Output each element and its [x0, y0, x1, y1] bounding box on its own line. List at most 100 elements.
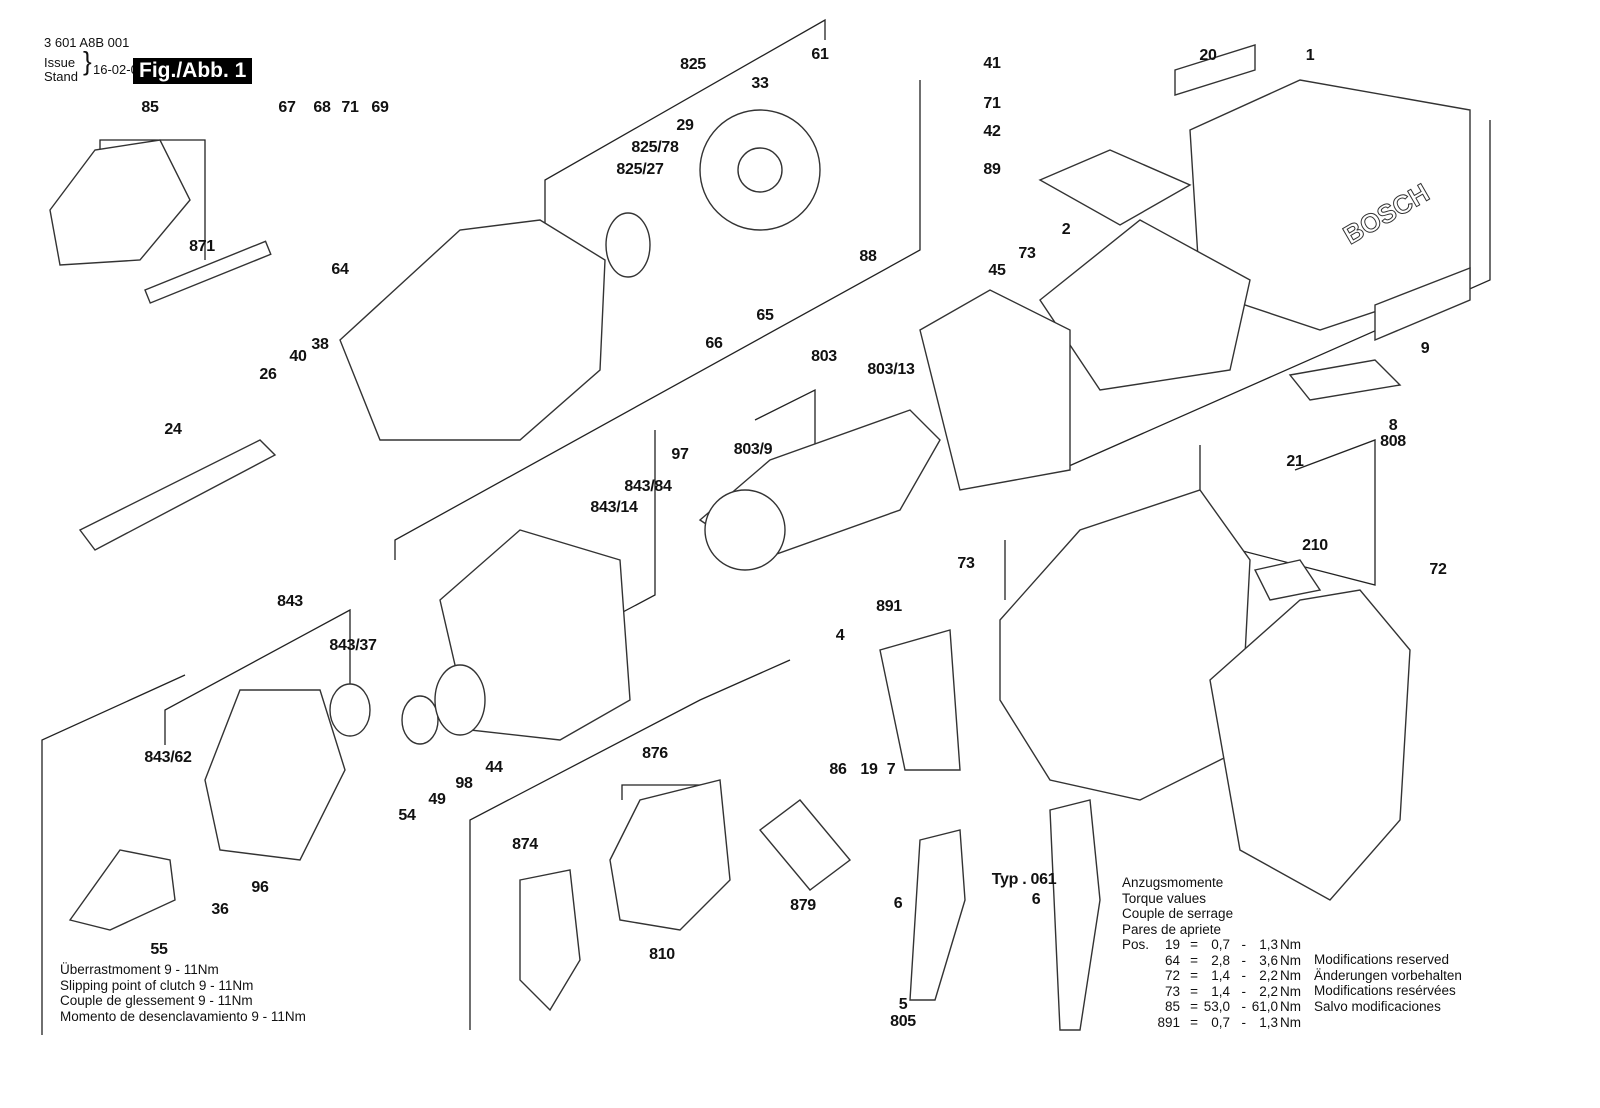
fan-baffle: [919, 289, 1071, 491]
part-label: 38: [311, 336, 329, 353]
part-label: 40: [289, 348, 307, 365]
part-label: 803/13: [867, 361, 915, 378]
torque-prefix: [1122, 953, 1154, 969]
torque-min: 1,4: [1211, 968, 1230, 983]
part-outlines: [49, 44, 1471, 1031]
gear-housing: [339, 219, 606, 441]
torque-min: 0,7: [1211, 1014, 1230, 1030]
part-label: 876: [642, 745, 668, 762]
torque-unit: Nm: [1280, 999, 1301, 1014]
torque-max: 2,2: [1259, 968, 1278, 983]
stand-label: Stand: [44, 69, 78, 84]
part-label: 85: [141, 99, 159, 116]
handle-half-right: [1209, 589, 1411, 901]
part-label: 871: [189, 238, 215, 255]
torque-max: 1,3: [1259, 1014, 1278, 1030]
clutch-note: Überrastmoment 9 - 11Nm Slipping point o…: [60, 962, 306, 1024]
part-label: 879: [790, 897, 816, 914]
part-label: 5: [898, 996, 908, 1013]
torque-prefix: [1122, 984, 1154, 1000]
part-label: 808: [1380, 433, 1406, 450]
torque-eq: =: [1190, 1014, 1198, 1030]
drive-pinion: [68, 849, 176, 931]
torque-dash: -: [1241, 968, 1247, 983]
handle-half-left: [999, 489, 1251, 801]
field: [1039, 219, 1251, 391]
torque-title: Couple de serrage: [1122, 906, 1234, 921]
torque-values-table: Anzugsmomente Torque values Couple de se…: [1122, 875, 1306, 1030]
clutch-note-line: Momento de desenclavamiento 9 - 11Nm: [60, 1008, 306, 1024]
torque-min: 53,0: [1203, 999, 1230, 1014]
torque-pos: 19: [1164, 937, 1180, 952]
part-label: 8: [1388, 417, 1398, 434]
torque-unit: Nm: [1280, 952, 1301, 968]
part-label: 66: [705, 335, 723, 352]
part-label: 874: [512, 836, 538, 853]
brace: }: [83, 46, 92, 76]
part-label: 210: [1302, 537, 1328, 554]
torque-pos: 64: [1164, 952, 1180, 968]
modifications-line: Salvo modificaciones: [1314, 998, 1441, 1014]
modifications-line: Modifications resérvées: [1314, 983, 1456, 998]
part-label: 71: [341, 99, 359, 116]
part-label: 843: [277, 593, 303, 610]
torque-eq: =: [1190, 937, 1198, 952]
part-label: 88: [859, 248, 877, 265]
part-label: 71: [983, 95, 1001, 112]
modifications-note: Modifications reserved Änderungen vorbeh…: [1314, 952, 1462, 1014]
part-label: 803: [811, 348, 837, 365]
part-label: 803/9: [733, 441, 773, 458]
part-label: 24: [164, 421, 182, 438]
part-label: 825/27: [616, 161, 664, 178]
fan: [704, 489, 786, 571]
torque-pos: 73: [1164, 983, 1180, 999]
document-number: 3 601 A8B 001: [44, 35, 130, 50]
torque-title: Anzugsmomente: [1122, 875, 1224, 890]
part-label: 843/84: [624, 478, 672, 495]
issue-date: 16-02-01: [93, 62, 146, 77]
part-label: 2: [1061, 221, 1071, 238]
torque-dash: -: [1241, 1014, 1247, 1030]
part-label: 86: [829, 761, 847, 778]
part-label: 64: [331, 261, 349, 278]
part-label: 891: [876, 598, 902, 615]
torque-unit: Nm: [1280, 983, 1301, 999]
part-label: Typ . 061: [991, 871, 1057, 888]
torque-dash: -: [1241, 983, 1247, 999]
torque-dash: -: [1241, 999, 1247, 1014]
part-label: 20: [1199, 47, 1217, 64]
torque-pos: 891: [1157, 1014, 1180, 1030]
part-label: 6: [1031, 891, 1041, 908]
part-label: 89: [983, 161, 1001, 178]
switch-cover: [1038, 149, 1192, 226]
torque-max: 1,3: [1259, 937, 1278, 952]
part-label: 21: [1286, 453, 1304, 470]
part-label: 33: [751, 75, 769, 92]
clutch-note-line: Slipping point of clutch 9 - 11Nm: [60, 977, 254, 993]
part-label: 69: [371, 99, 389, 116]
torque-eq: =: [1190, 999, 1198, 1014]
torque-max: 2,2: [1259, 983, 1278, 999]
part-label: 42: [983, 123, 1001, 140]
part-label: 843/14: [590, 499, 638, 516]
modifications-line: Modifications reserved: [1314, 952, 1450, 967]
torque-prefix: [1122, 999, 1154, 1015]
part-label: 54: [398, 807, 416, 824]
torque-eq: =: [1190, 968, 1198, 983]
chuck-key: [144, 240, 272, 304]
part-label: 45: [988, 262, 1006, 279]
torque-min: 0,7: [1211, 937, 1230, 952]
part-label: 843/62: [144, 749, 192, 766]
part-label: 1: [1305, 47, 1315, 64]
part-label: 96: [251, 879, 269, 896]
torque-pos: 85: [1164, 999, 1180, 1014]
torque-unit: Nm: [1280, 1014, 1301, 1030]
torque-title: Pares de apriete: [1122, 921, 1222, 937]
modifications-line: Änderungen vorbehalten: [1314, 967, 1462, 983]
switch: [879, 629, 961, 771]
torque-prefix: [1122, 968, 1154, 984]
cable-right: [1049, 799, 1101, 1031]
